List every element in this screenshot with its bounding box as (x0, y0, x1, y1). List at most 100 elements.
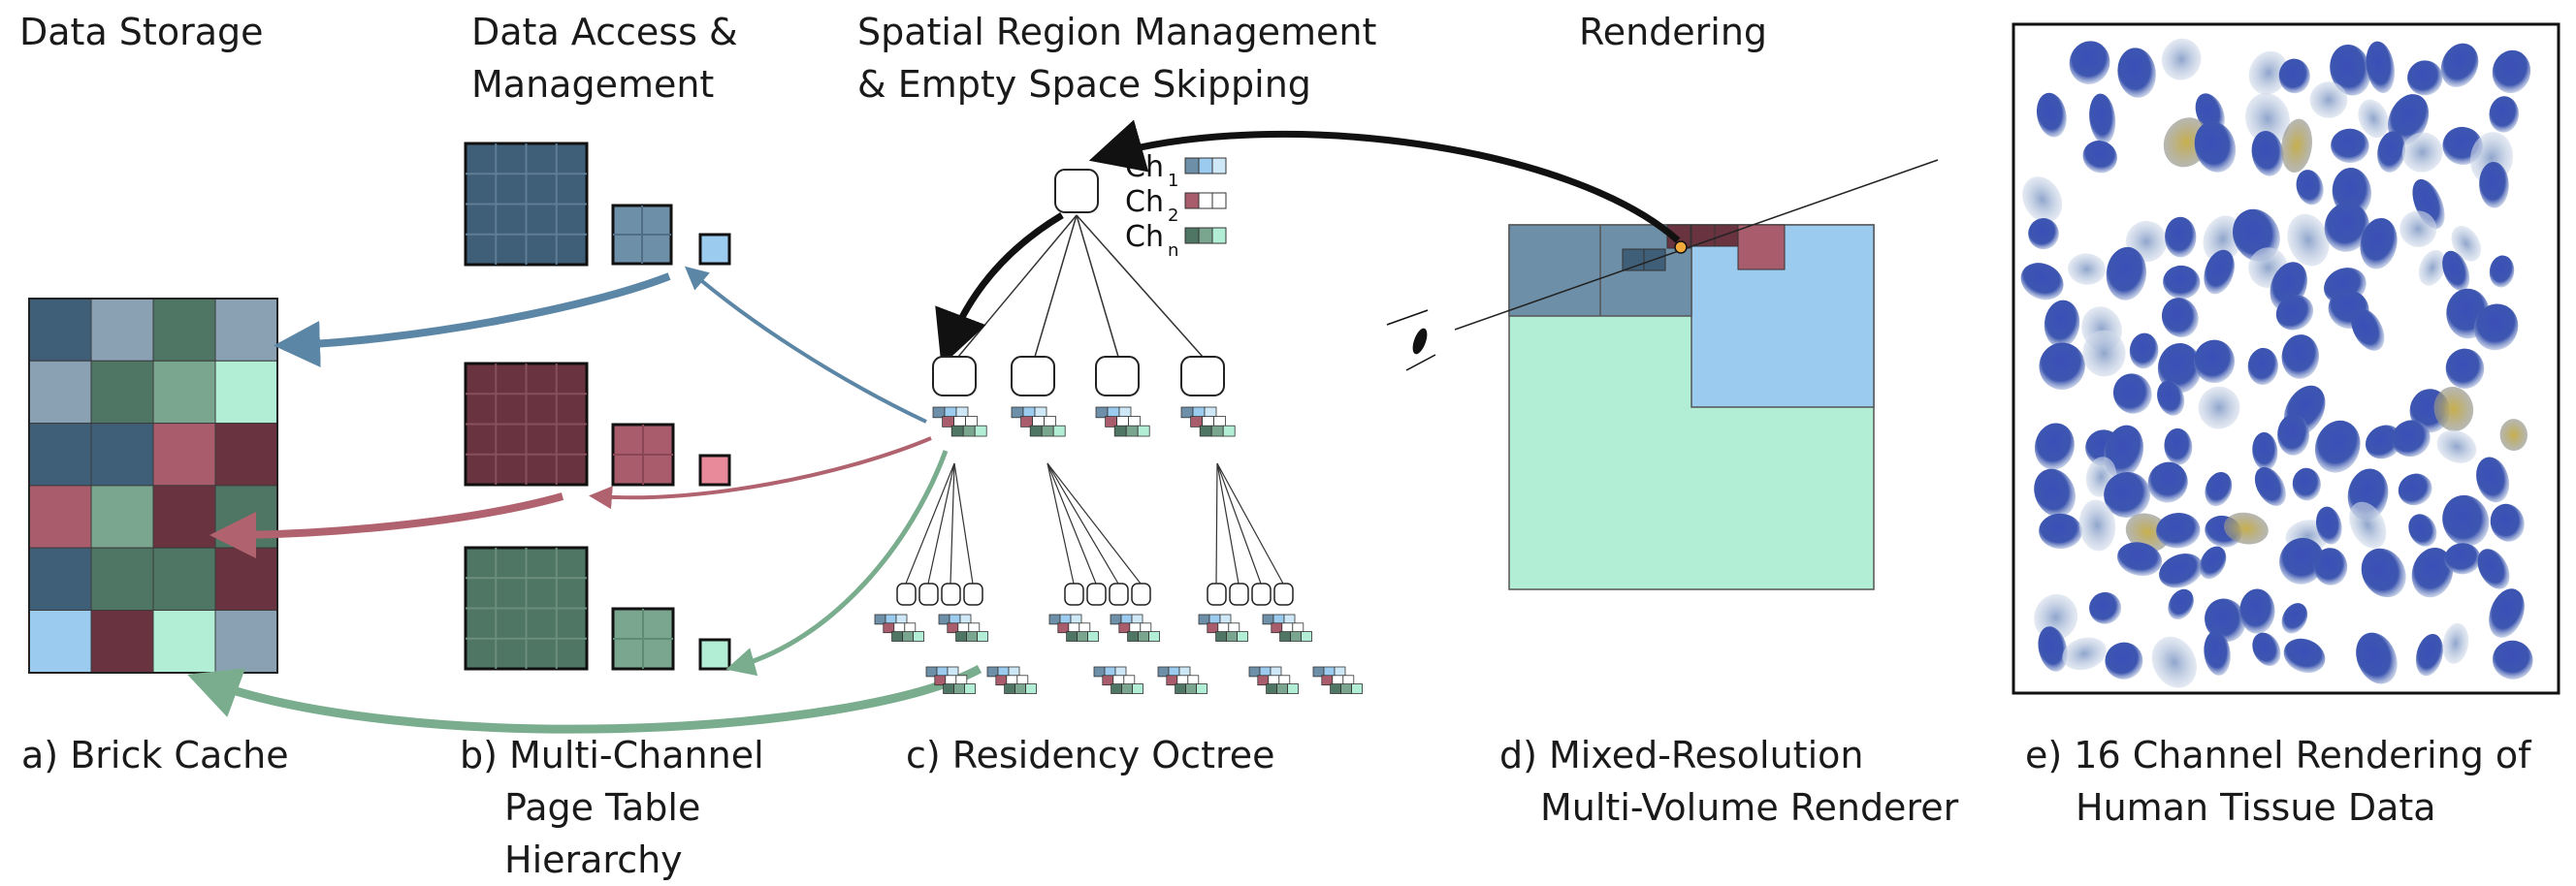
brick-cache-grid (28, 298, 278, 674)
cell-nucleus (2203, 215, 2243, 263)
cell-nucleus (2159, 554, 2204, 588)
cell-nucleus (2165, 216, 2197, 258)
cell-nucleus (2492, 640, 2533, 680)
octree-root-node (1054, 169, 1099, 213)
cell-nucleus (2331, 128, 2369, 164)
cell-nucleus (2168, 588, 2194, 620)
cell-nucleus (2125, 513, 2170, 552)
cell-nucleus (2445, 348, 2485, 389)
octree-leaf-node (1131, 583, 1151, 606)
cell-nucleus (2117, 47, 2156, 98)
cell-nucleus (2194, 121, 2237, 173)
cell-nucleus (2248, 50, 2289, 95)
cell-nucleus (2194, 339, 2236, 384)
mixed-resolution-renderer (1088, 119, 1939, 590)
brick-cell (152, 610, 216, 674)
cell-nucleus (2204, 249, 2235, 295)
cell-nucleus (2392, 420, 2431, 458)
cell-nucleus (2251, 131, 2284, 176)
brick-cell (152, 360, 216, 425)
brick-cell (28, 423, 92, 487)
caption-renderer: d) Mixed-Resolution Multi-Volume Rendere… (1499, 734, 1959, 829)
cell-nucleus (2252, 431, 2278, 471)
brick-cell (90, 360, 154, 425)
cell-nucleus (2281, 603, 2308, 634)
cell-nucleus (2292, 467, 2321, 501)
header-data-access: Data Access &Management (471, 11, 738, 106)
cell-nucleus (2161, 38, 2202, 80)
brick-cell (28, 298, 92, 362)
page-table-green (464, 546, 731, 671)
header-spatial-region: Spatial Region Management& Empty Space S… (857, 11, 1377, 106)
cell-nucleus (2473, 303, 2519, 351)
cell-nucleus (2039, 513, 2082, 550)
cell-nucleus (2313, 548, 2348, 585)
cell-nucleus (2278, 58, 2310, 94)
cell-nucleus (2411, 548, 2454, 598)
brick-cell (152, 423, 216, 487)
cell-nucleus (2205, 598, 2246, 643)
octree-node (932, 356, 977, 396)
octree-leaf-node (963, 583, 983, 606)
octree-node (1180, 356, 1225, 396)
cell-nucleus (2492, 49, 2531, 94)
view-ray (1454, 159, 1939, 331)
octree-leaf-node (1109, 583, 1129, 606)
cell-nucleus (2489, 96, 2519, 133)
cell-nucleus (2068, 253, 2107, 285)
brick-cell (90, 298, 154, 362)
caption-tissue-rendering: e) 16 Channel Rendering of Human Tissue … (2025, 734, 2531, 829)
cell-nucleus (2089, 93, 2116, 144)
cell-nucleus (2366, 41, 2395, 93)
cell-nucleus (2433, 386, 2474, 431)
cell-nucleus (2089, 591, 2122, 624)
residency-octree (874, 169, 1363, 694)
cell-nucleus (2361, 548, 2406, 598)
cell-nucleus (2275, 295, 2314, 331)
octree-node (1011, 356, 1055, 396)
channel-subscript: n (1168, 240, 1178, 261)
brick-cell (90, 547, 154, 612)
tissue-rendering-image (2012, 22, 2560, 695)
cell-nucleus (2440, 43, 2479, 87)
page-table-blue (464, 142, 731, 267)
cell-nucleus (2252, 632, 2281, 666)
cell-nucleus (2129, 332, 2159, 369)
cell-nucleus (2451, 225, 2481, 262)
brick-cell (214, 610, 278, 674)
cell-nucleus (2401, 132, 2443, 173)
cell-nucleus (2034, 423, 2075, 470)
cell-nucleus (2281, 118, 2312, 174)
cell-nucleus (2388, 94, 2430, 145)
cell-nucleus (2104, 471, 2150, 518)
brick-cell (28, 547, 92, 612)
brick-cell (152, 298, 216, 362)
octree-leaf-node (1229, 583, 1249, 606)
brick-cell (90, 485, 154, 549)
brick-cell (28, 360, 92, 425)
cell-nucleus (2105, 642, 2143, 680)
cell-nucleus (2490, 503, 2525, 542)
cell-nucleus (2205, 471, 2233, 507)
cell-nucleus (2407, 60, 2443, 96)
cell-nucleus (2349, 501, 2387, 549)
cell-nucleus (2314, 420, 2361, 473)
page-table-arrows (187, 266, 982, 734)
cell-nucleus (2034, 468, 2077, 518)
camera-eye-icon (1386, 309, 1436, 371)
octree-leaf-node (918, 583, 939, 606)
cell-nucleus (2106, 246, 2146, 301)
cell-nucleus (2044, 300, 2080, 348)
channel-subscript: 1 (1168, 171, 1178, 191)
cell-nucleus (2442, 250, 2470, 291)
cell-nucleus (2399, 210, 2437, 247)
brick-cell (214, 298, 278, 362)
cell-nucleus (2442, 494, 2490, 547)
cell-nucleus (2117, 542, 2163, 577)
page-table-red (464, 362, 731, 487)
octree-leaf-node (941, 583, 961, 606)
caption-residency-octree: c) Residency Octree (906, 734, 1275, 776)
cell-nucleus (2223, 512, 2269, 545)
cell-nucleus (2199, 546, 2227, 580)
